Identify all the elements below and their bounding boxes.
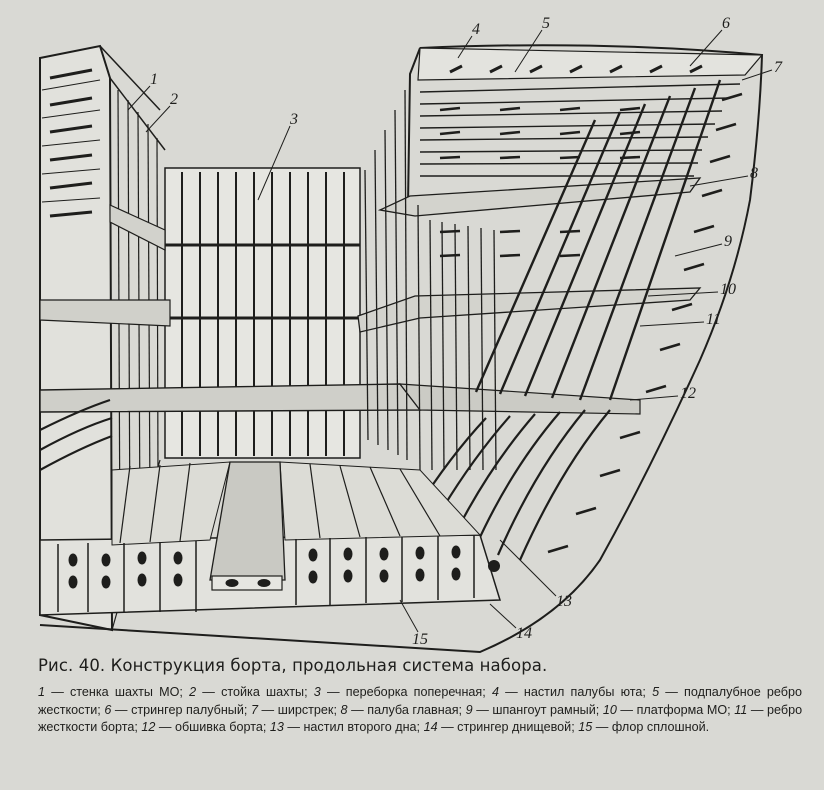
- callout-13: 13: [556, 593, 572, 610]
- callout-8: 8: [750, 165, 758, 182]
- legend-item: 7 — ширстрек;: [250, 702, 337, 717]
- solid-floors: [57, 535, 475, 612]
- callout-15: 15: [412, 631, 428, 648]
- callout-11: 11: [706, 311, 721, 328]
- legend-item: 6 — стрингер палубный;: [104, 702, 248, 717]
- legend-item: 12 — обшивка борта;: [141, 720, 267, 735]
- web-frames: [474, 79, 722, 401]
- lightening-holes: [68, 545, 500, 589]
- figure-legend: 1 — стенка шахты МО; 2 — стойка шахты; 3…: [38, 684, 802, 737]
- legend-item: 14 — стрингер днищевой;: [423, 720, 575, 735]
- callout-3: 3: [289, 111, 298, 128]
- hull-outline: [39, 44, 764, 654]
- shaft-posts-right: [364, 89, 497, 471]
- legend-item: 5 — подпалубное ребро жесткости;: [38, 685, 803, 717]
- callout-10: 10: [720, 281, 736, 298]
- callout-6: 6: [722, 15, 730, 32]
- legend-item: 11 — ребро жесткости борта;: [38, 702, 803, 735]
- callout-7: 7: [774, 59, 783, 76]
- poop-deck-plating: [417, 47, 764, 258]
- callout-5: 5: [542, 15, 550, 32]
- callout-9: 9: [724, 233, 732, 250]
- callout-1: 1: [150, 71, 158, 88]
- legend-item: 1 — стенка шахты МО;: [38, 685, 183, 699]
- legend-item: 2 — стойка шахты;: [189, 685, 308, 699]
- legend-item: 13 — настил второго дна;: [269, 720, 421, 735]
- callout-4: 4: [472, 21, 480, 38]
- hull-structure-diagram: 1 2 3 4 5 6 7 8 9 10 11 12 13 14 15: [39, 15, 783, 654]
- legend-item: 3 — переборка поперечная;: [313, 685, 486, 699]
- callout-numbers: 1 2 3 4 5 6 7 8 9 10 11 12 13 14 15: [150, 15, 783, 648]
- callout-2: 2: [170, 91, 178, 108]
- legend-item: 10 — платформа МО;: [602, 702, 731, 717]
- figure-caption: Рис. 40. Конструкция борта, продольная с…: [38, 656, 548, 675]
- legend-item: 9 — шпангоут рамный;: [465, 702, 600, 717]
- decks: [39, 177, 702, 415]
- leader-lines: [127, 29, 773, 633]
- callout-14: 14: [516, 625, 532, 642]
- callout-12: 12: [680, 385, 696, 402]
- legend-item: 4 — настил палубы юта;: [491, 685, 646, 699]
- transverse-bulkhead: [164, 167, 361, 459]
- side-stiffeners: [547, 92, 743, 554]
- legend-item: 8 — палуба главная;: [340, 702, 463, 717]
- legend-item: 15 — флор сплошной.: [578, 720, 710, 735]
